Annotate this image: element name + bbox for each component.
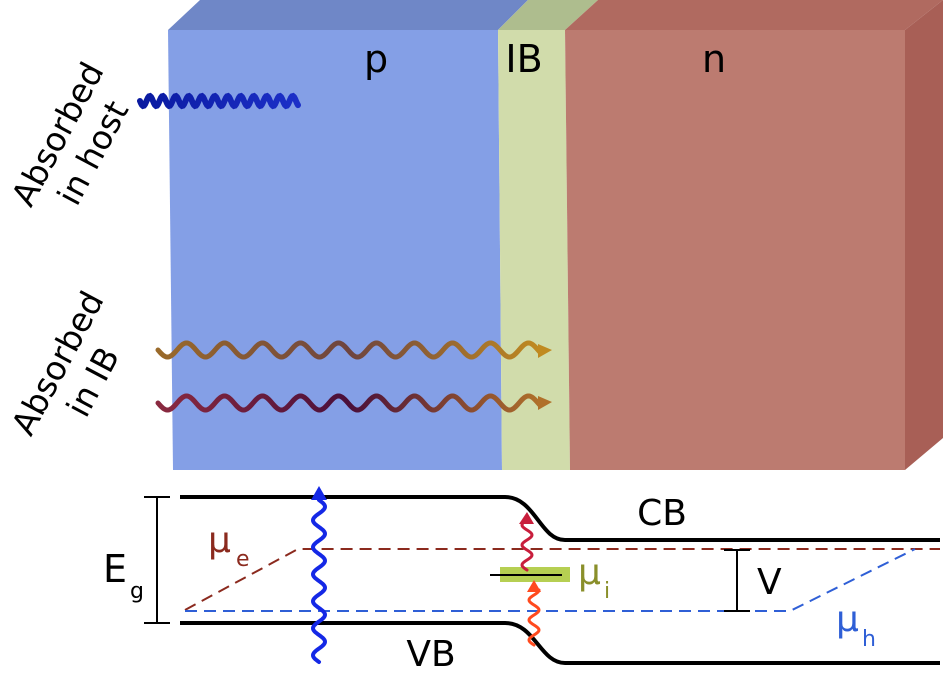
svg-text:e: e [236, 547, 250, 572]
svg-text:μ: μ [836, 599, 859, 640]
photon-vb-to-ib [527, 588, 541, 647]
absorbed-in-host-label: Absorbed in host [3, 56, 136, 213]
band-gap-bracket [144, 496, 170, 624]
ib-region-top [498, 0, 598, 30]
svg-text:i: i [604, 579, 610, 604]
photon-vb-to-ib-arrowhead [527, 580, 541, 592]
photon-vb-to-cb [310, 498, 328, 664]
ib-region-label: IB [505, 37, 542, 81]
p-region-top [168, 0, 528, 30]
mu-e-label: μ e [208, 520, 250, 572]
absorbed-in-ib-label: Absorbed in IB [3, 285, 127, 442]
voltage-label: V [757, 562, 782, 603]
band-diagram [144, 486, 940, 665]
n-region-top [565, 0, 943, 30]
svg-text:μ: μ [208, 520, 231, 561]
photon-ib-arrowhead-1 [538, 344, 552, 358]
svg-text:E: E [103, 547, 127, 591]
n-region-label: n [702, 37, 726, 81]
p-region-label: p [364, 37, 388, 81]
svg-text:h: h [862, 627, 876, 652]
photon-ib-wave-2 [155, 393, 543, 413]
mu-h-level [185, 548, 916, 612]
valence-band-edge [180, 621, 940, 665]
mu-h-label: μ h [836, 599, 876, 652]
conduction-band-edge [180, 495, 940, 542]
cb-label: CB [637, 493, 687, 534]
band-gap-label: E g [103, 547, 144, 604]
photon-ib-to-cb [520, 520, 534, 572]
n-region-side [905, 0, 943, 470]
n-region-front [565, 30, 905, 470]
ib-region-front [498, 30, 570, 470]
svg-text:μ: μ [578, 552, 601, 593]
svg-text:g: g [130, 579, 144, 604]
mu-i-label: μ i [578, 552, 610, 604]
photon-vb-to-cb-arrowhead [311, 486, 327, 500]
photon-host-wave [137, 92, 301, 110]
photon-ib-arrowhead-2 [538, 396, 552, 410]
device-block [168, 0, 943, 470]
p-region-front [168, 30, 502, 470]
vb-label: VB [406, 634, 455, 675]
voltage-bracket [724, 549, 750, 612]
photon-ib-to-cb-arrowhead [519, 512, 534, 524]
photon-ib-wave-1 [155, 340, 543, 360]
